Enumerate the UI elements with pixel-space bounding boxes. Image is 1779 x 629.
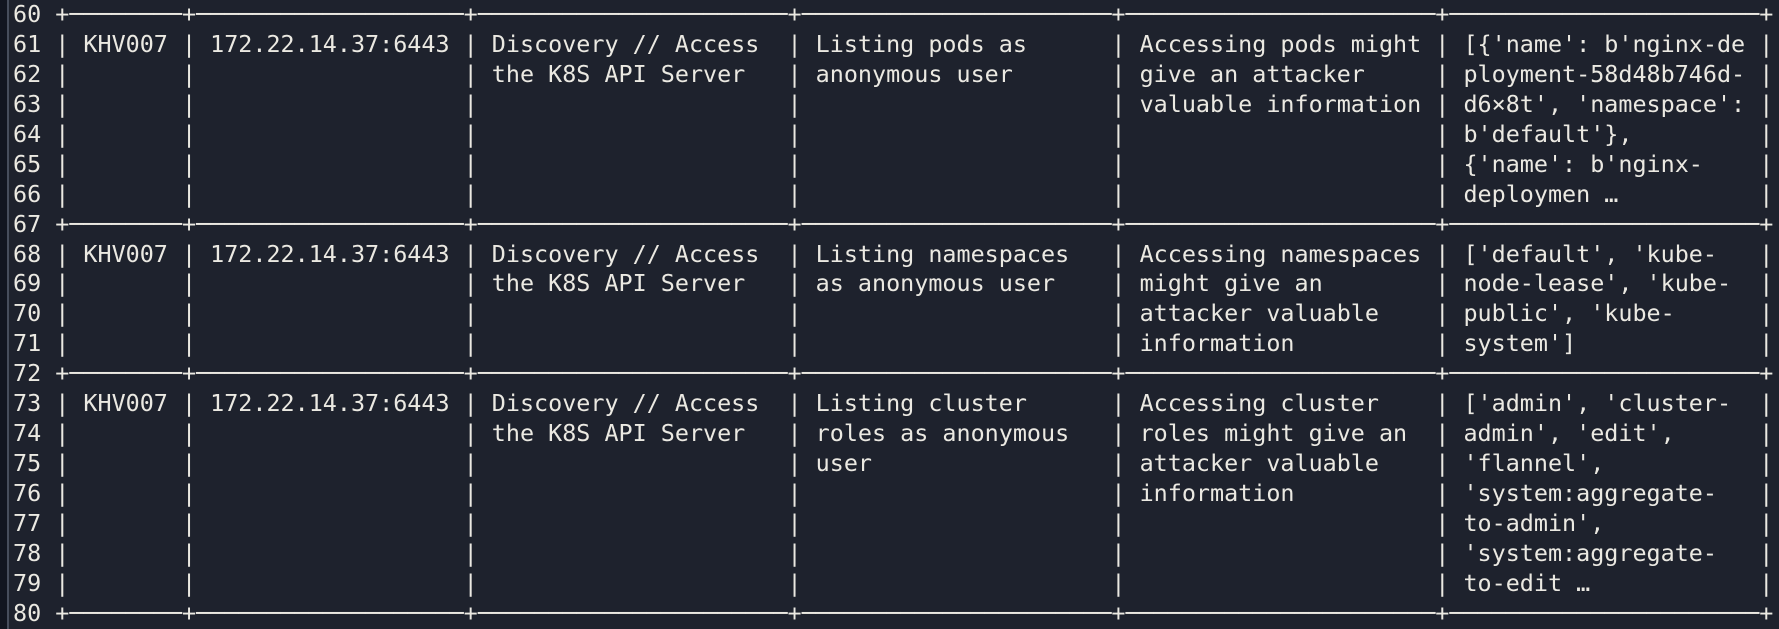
line-number: 61 <box>13 29 42 58</box>
line-number: 64 <box>13 119 42 148</box>
terminal-line: 79 | | | | | | to-edit … | <box>13 569 1779 599</box>
terminal-line: 71 | | | | | information | system'] | <box>13 329 1779 359</box>
terminal-output[interactable]: 60 +────────+───────────────────+────────… <box>9 0 1779 629</box>
terminal-line: 72 +────────+───────────────────+────────… <box>13 359 1779 389</box>
line-number: 77 <box>13 508 42 537</box>
line-text: | | | the K8S API Server | anonymous use… <box>55 59 1774 88</box>
line-number: 68 <box>13 239 42 268</box>
line-number: 78 <box>13 538 42 567</box>
line-number: 69 <box>13 269 42 298</box>
line-text: +────────+───────────────────+──────────… <box>55 0 1774 28</box>
terminal-line: 70 | | | | | attacker valuable | public',… <box>13 299 1779 329</box>
line-text: | | | the K8S API Server | roles as anon… <box>55 419 1774 448</box>
line-number: 76 <box>13 479 42 507</box>
line-text: | | | | | information | system'] | <box>55 329 1774 358</box>
line-text: | KHV007 | 172.22.14.37:6443 | Discovery… <box>55 239 1774 268</box>
terminal-line: 78 | | | | | | 'system:aggregate- | <box>13 539 1779 569</box>
terminal-line: 66 | | | | | | deploymen … | <box>13 180 1779 210</box>
line-text: | KHV007 | 172.22.14.37:6443 | Discovery… <box>55 389 1774 418</box>
line-text: +────────+───────────────────+──────────… <box>55 209 1774 238</box>
line-number: 66 <box>13 179 42 208</box>
terminal-line: 80 +────────+───────────────────+────────… <box>13 599 1779 629</box>
line-number: 62 <box>13 59 42 88</box>
line-text: | | | | | | 'system:aggregate- | <box>55 538 1774 567</box>
terminal-line: 69 | | | the K8S API Server | as anonymou… <box>13 269 1779 299</box>
terminal-line: 65 | | | | | | {'name': b'nginx- | <box>13 150 1779 180</box>
line-number: 63 <box>13 89 42 118</box>
terminal-line: 75 | | | | user | attacker valuable | 'fl… <box>13 449 1779 479</box>
line-text: | | | | | valuable information | d6×8t',… <box>55 89 1774 118</box>
line-text: | | | | | | deploymen … | <box>55 179 1774 208</box>
line-number: 67 <box>13 209 42 238</box>
line-number: 60 <box>13 0 42 28</box>
line-number: 73 <box>13 389 42 418</box>
line-text: | KHV007 | 172.22.14.37:6443 | Discovery… <box>55 29 1774 58</box>
line-number: 71 <box>13 329 42 358</box>
terminal-line: 61 | KHV007 | 172.22.14.37:6443 | Discove… <box>13 30 1779 60</box>
terminal-line: 76 | | | | | information | 'system:aggreg… <box>13 479 1779 509</box>
terminal-line: 67 +────────+───────────────────+────────… <box>13 210 1779 240</box>
line-number: 79 <box>13 568 42 597</box>
line-text: +────────+───────────────────+──────────… <box>55 359 1774 388</box>
line-text: | | | | | attacker valuable | public', '… <box>55 299 1774 328</box>
line-text: | | | | | | to-admin', | <box>55 508 1774 537</box>
pane-divider <box>0 0 9 629</box>
line-text: | | | | | | {'name': b'nginx- | <box>55 149 1774 178</box>
line-text: | | | | user | attacker valuable | 'flan… <box>55 449 1774 478</box>
line-text: | | | the K8S API Server | as anonymous … <box>55 269 1774 298</box>
terminal-line: 64 | | | | | | b'default'}, | <box>13 120 1779 150</box>
terminal-line: 77 | | | | | | to-admin', | <box>13 509 1779 539</box>
line-text: | | | | | | b'default'}, | <box>55 119 1774 148</box>
terminal-line: 73 | KHV007 | 172.22.14.37:6443 | Discove… <box>13 389 1779 419</box>
line-number: 65 <box>13 149 42 178</box>
line-number: 80 <box>13 598 42 627</box>
line-number: 72 <box>13 359 42 388</box>
line-number: 74 <box>13 419 42 448</box>
terminal-line: 68 | KHV007 | 172.22.14.37:6443 | Discove… <box>13 240 1779 270</box>
line-number: 75 <box>13 449 42 478</box>
terminal-line: 62 | | | the K8S API Server | anonymous u… <box>13 60 1779 90</box>
line-text: | | | | | information | 'system:aggregat… <box>55 479 1774 507</box>
line-number: 70 <box>13 299 42 328</box>
terminal-line: 60 +────────+───────────────────+────────… <box>13 0 1779 30</box>
line-text: | | | | | | to-edit … | <box>55 568 1774 597</box>
terminal-line: 74 | | | the K8S API Server | roles as an… <box>13 419 1779 449</box>
terminal-line: 63 | | | | | valuable information | d6×8t… <box>13 90 1779 120</box>
line-text: +────────+───────────────────+──────────… <box>55 598 1774 627</box>
